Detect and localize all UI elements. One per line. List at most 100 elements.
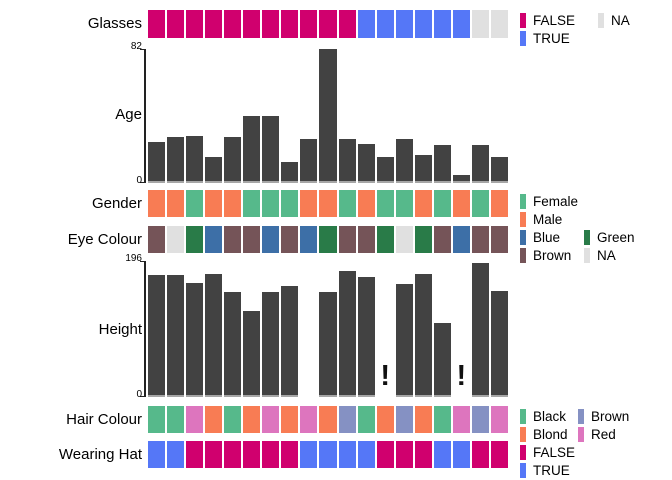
tile-true [395,10,413,38]
tile-red [262,406,280,433]
tile-female [471,190,489,217]
bar [167,137,185,183]
bar-cell [490,261,508,397]
legend-row: Male [520,210,578,228]
tile-false [338,10,356,38]
tile-black [433,406,451,433]
tile-brown [471,406,489,433]
tile-false [243,441,261,468]
tile-female [433,190,451,217]
tile-true [319,441,337,468]
height-bar-chart: !! [148,261,508,397]
bar-cell [243,49,261,183]
height-axis-top-tick [140,261,145,262]
bar [224,137,242,183]
tile-true [300,441,318,468]
legend-entry: Black [520,408,578,424]
bar-cell [148,49,166,183]
legend-label: TRUE [533,462,570,478]
legend-entry: TRUE [520,30,598,46]
tile-black [167,406,185,433]
tile-true [357,441,375,468]
legend-entry: FALSE [520,444,576,460]
tile-brown [471,226,489,253]
tile-false [376,441,394,468]
legend-swatch [520,30,526,46]
legend-label: FALSE [533,444,576,460]
age-y-axis [144,49,146,183]
tile-blue [300,226,318,253]
tile-false [300,10,318,38]
tile-na [395,226,413,253]
legend-entry: Blue [520,229,584,245]
tile-false [471,441,489,468]
tile-brown [148,226,166,253]
tile-true [452,10,470,38]
row-label-gender: Gender [91,195,142,212]
tile-green [319,226,337,253]
legend-entry: Male [520,211,562,227]
age-axis-min-label: 0 [136,175,142,186]
bar [186,135,204,183]
bar-cell [243,261,261,397]
wearing-hat-strip [148,441,508,468]
age-bar-chart [148,49,508,183]
bar-cell [186,261,204,397]
bar [490,156,508,183]
tile-blue [452,226,470,253]
bar-cell [395,49,413,183]
bar-cell [167,261,185,397]
legend-label: Blond [533,426,568,442]
bar [357,143,375,183]
tile-female [243,190,261,217]
legend-label: Red [591,426,616,442]
height-axis-min-label: 0 [136,389,142,400]
bar [243,310,261,397]
tile-green [376,226,394,253]
tile-false [262,441,280,468]
tile-green [414,226,432,253]
legend-label: FALSE [533,12,576,28]
bar [376,156,394,183]
tile-false [186,10,204,38]
bar-cell [471,49,489,183]
tile-female [338,190,356,217]
tile-brown [395,406,413,433]
bar [357,276,375,397]
tile-false [224,10,242,38]
tile-blond [376,406,394,433]
bar [167,274,185,397]
bar-cell [319,261,337,397]
tile-male [224,190,242,217]
eye-colour-strip [148,226,508,253]
legend-entry: Red [578,426,616,442]
legend-swatch [520,193,526,209]
tile-male [148,190,166,217]
bar [395,138,413,183]
tile-true [167,441,185,468]
legend-entry: FALSE [520,12,598,28]
tile-brown [357,226,375,253]
tile-blond [319,406,337,433]
tile-green [186,226,204,253]
tile-male [357,190,375,217]
tile-blond [281,406,299,433]
tile-female [186,190,204,217]
tile-blond [414,406,432,433]
bar [300,138,318,183]
bar-cell [186,49,204,183]
bar-cell [471,261,489,397]
legend-swatch [520,12,526,28]
tile-false [414,441,432,468]
bar [262,291,280,397]
tile-true [433,10,451,38]
row-label-hair-colour: Hair Colour [66,411,142,428]
bar [319,291,337,397]
legend-entry: NA [598,12,630,28]
tile-brown [490,226,508,253]
legend-swatch [520,247,526,263]
age-axis-bottom-tick [140,182,145,183]
tile-false [281,10,299,38]
